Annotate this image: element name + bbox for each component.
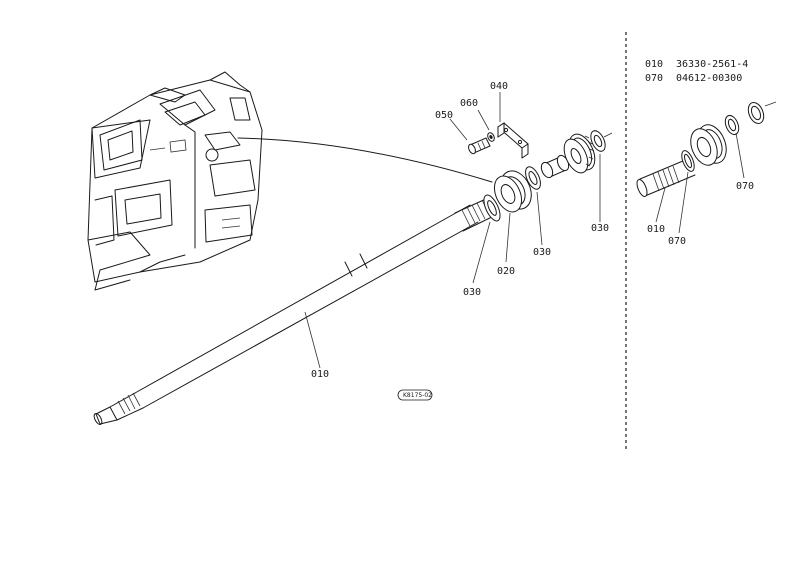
gear <box>563 133 596 174</box>
parts-table-ref-2: 070 <box>645 73 663 84</box>
bolt-050 <box>468 137 491 155</box>
callout-030-lower: 030 <box>463 287 481 298</box>
callout-050: 050 <box>435 110 453 121</box>
collar-030-middle <box>525 166 541 190</box>
parts-table-partno-2: 04612-00300 <box>676 73 742 84</box>
callout-010-main: 010 <box>311 369 329 380</box>
transmission-housing <box>87 71 263 291</box>
callout-070-upper: 070 <box>736 181 754 192</box>
callout-010-inset: 010 <box>647 224 665 235</box>
callout-020: 020 <box>497 266 515 277</box>
callout-040: 040 <box>490 81 508 92</box>
callout-060: 060 <box>460 98 478 109</box>
parts-table-ref-1: 010 <box>645 59 663 70</box>
leader-housing-to-assembly <box>237 137 493 183</box>
drawing-code: K8175-02 <box>403 392 432 399</box>
bearing-020 <box>493 170 532 213</box>
sleeve <box>540 154 570 179</box>
callout-leaders <box>304 92 601 369</box>
plate-040 <box>497 122 529 159</box>
callout-030-middle: 030 <box>533 247 551 258</box>
inset-assembly <box>636 101 777 234</box>
washer-060 <box>487 132 495 142</box>
main-shaft <box>93 197 497 425</box>
parts-table: 010 36330-2561-4 070 04612-00300 <box>645 59 748 84</box>
parts-table-partno-1: 36330-2561-4 <box>676 59 748 70</box>
callout-030-right: 030 <box>591 223 609 234</box>
drawing-code-badge <box>397 389 433 401</box>
callout-070-lower: 070 <box>668 236 686 247</box>
collar-030-right <box>590 130 613 152</box>
collar-030-lower <box>483 194 501 222</box>
